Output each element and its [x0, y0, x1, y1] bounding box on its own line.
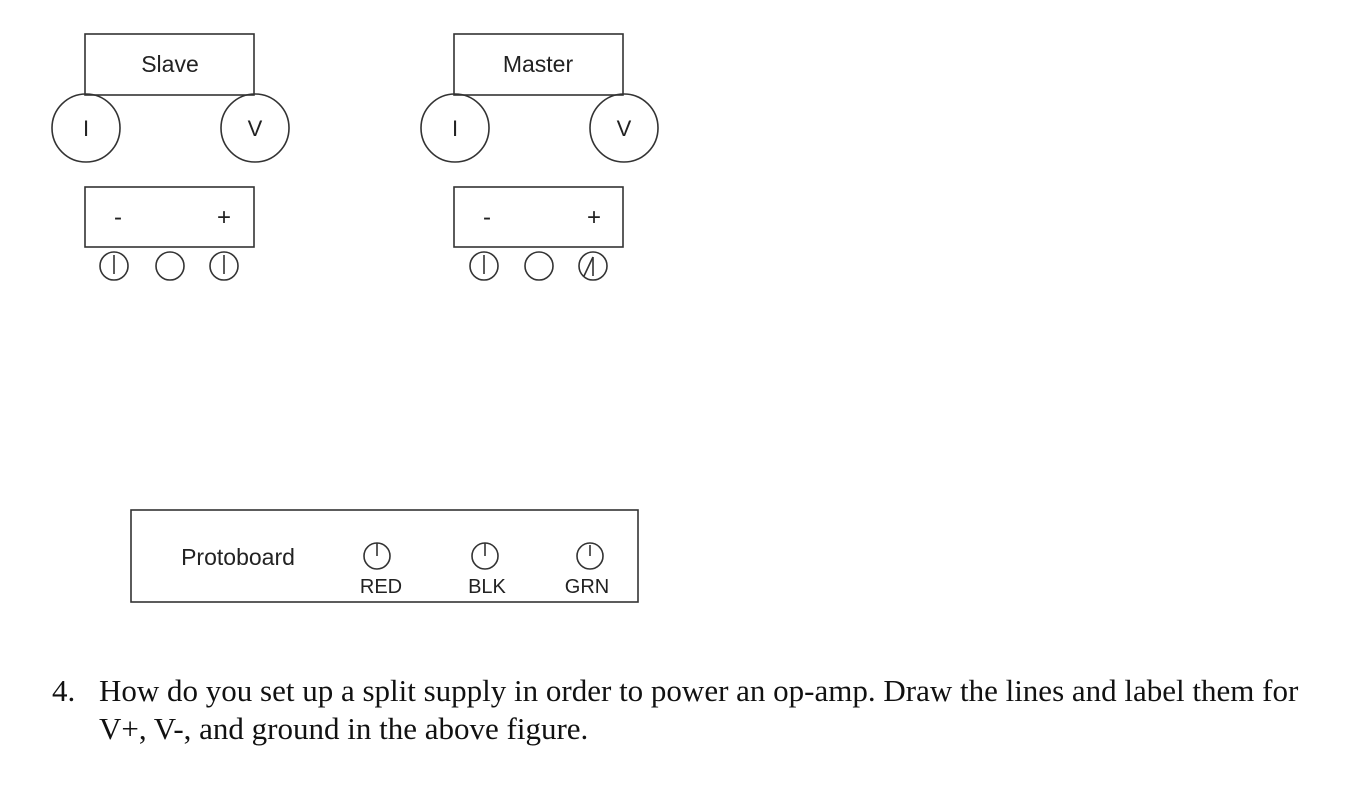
master-terminal-plus — [578, 251, 608, 281]
protoboard-jack-red-label: RED — [360, 576, 402, 598]
master-terminal-ground — [524, 251, 554, 281]
protoboard-jack-blk-label: BLK — [468, 576, 506, 598]
master-terminal-minus — [469, 251, 499, 281]
master-terminal-box — [453, 186, 624, 248]
slave-display-box — [84, 33, 255, 96]
slave-title: Slave — [141, 51, 199, 77]
protoboard-box — [130, 509, 639, 603]
slave-current-knob — [51, 93, 121, 163]
master-minus-label: - — [483, 204, 491, 231]
master-display-box — [453, 33, 624, 96]
slave-terminal-ground — [155, 251, 185, 281]
master-title: Master — [503, 51, 574, 77]
slave-voltage-label: V — [248, 116, 263, 141]
question-number: 4. — [52, 673, 76, 708]
master-plus-label: + — [587, 204, 601, 231]
protoboard-jack-grn — [576, 542, 604, 570]
master-voltage-label: V — [617, 116, 632, 141]
master-current-knob — [420, 93, 490, 163]
question-text: How do you set up a split supply in orde… — [99, 673, 1299, 746]
slave-terminal-box — [84, 186, 255, 248]
slave-terminal-plus — [209, 251, 239, 281]
protoboard-jack-grn-label: GRN — [565, 576, 609, 598]
master-current-label: I — [452, 116, 458, 141]
master-voltage-knob — [589, 93, 659, 163]
slave-voltage-knob — [220, 93, 290, 163]
slave-minus-label: - — [114, 204, 122, 231]
slave-terminal-minus — [99, 251, 129, 281]
slave-current-label: I — [83, 116, 89, 141]
slave-plus-label: + — [217, 204, 231, 231]
power-supply-diagram: Slave I V - + Master I V - + Protoboard … — [51, 33, 659, 603]
protoboard-title: Protoboard — [181, 544, 295, 570]
